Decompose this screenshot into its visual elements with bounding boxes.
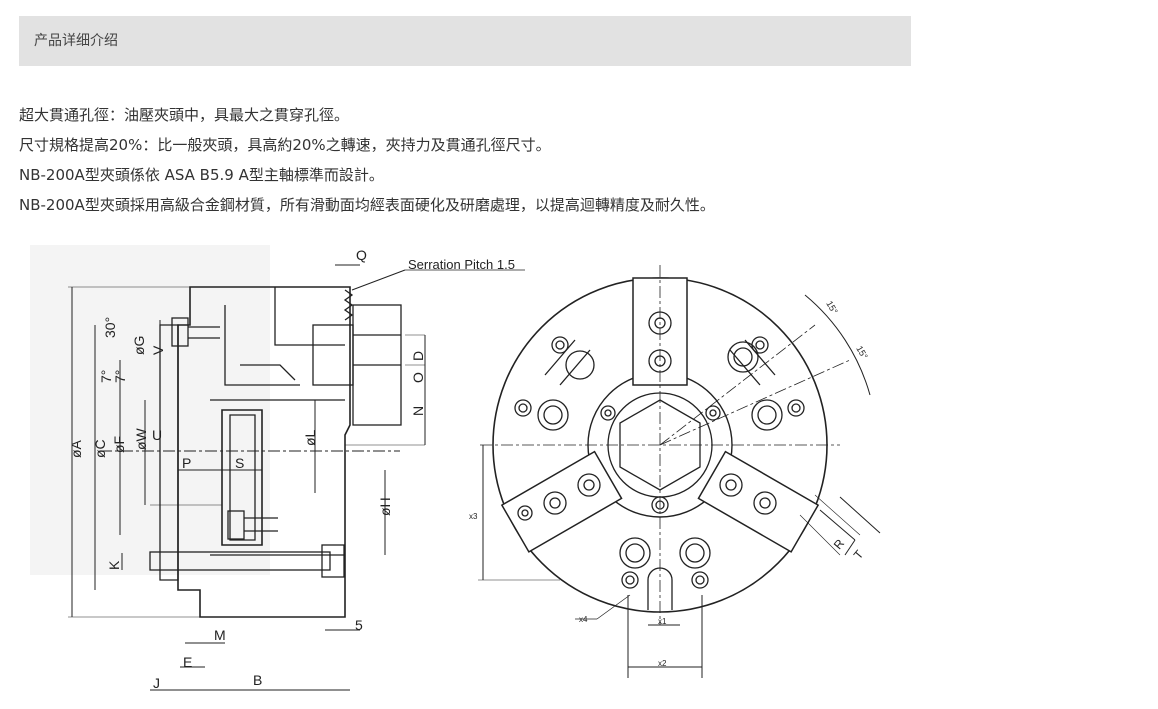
label-x2: x2 bbox=[658, 659, 667, 668]
label-x4: x4 bbox=[579, 615, 588, 624]
label-diameter-l: øL bbox=[302, 429, 318, 446]
chuck-technical-drawing: Q Serration Pitch 1.5 øA øC øF øW øG V 3… bbox=[0, 235, 1158, 705]
label-diameter-w: øW bbox=[133, 427, 149, 450]
label-x1: x1 bbox=[658, 617, 667, 626]
label-t: T bbox=[851, 547, 867, 562]
label-o: O bbox=[410, 372, 426, 383]
label-j: J bbox=[153, 675, 160, 691]
label-angle-15-a: 15° bbox=[824, 299, 840, 316]
label-diameter-c: øC bbox=[92, 439, 108, 458]
label-angle-7a: 7° bbox=[98, 370, 114, 383]
side-view-drawing bbox=[30, 245, 402, 618]
label-q: Q bbox=[356, 247, 367, 263]
label-diameter-h: øH bbox=[377, 497, 393, 516]
label-v: V bbox=[150, 345, 166, 355]
label-u: U bbox=[152, 427, 162, 443]
label-e: E bbox=[183, 654, 192, 670]
label-r: R bbox=[831, 536, 848, 552]
side-view-dimensions bbox=[68, 264, 525, 691]
side-view-labels: Q Serration Pitch 1.5 øA øC øF øW øG V 3… bbox=[68, 247, 515, 691]
front-view-drawing bbox=[480, 265, 851, 625]
label-n: N bbox=[410, 406, 426, 416]
label-d: D bbox=[410, 351, 426, 361]
description-line: 超大貫通孔徑：油壓夾頭中，具最大之貫穿孔徑。 bbox=[19, 106, 350, 124]
label-diameter-f: øF bbox=[111, 436, 127, 453]
description-line: NB-200A型夾頭係依 ASA B5.9 A型主軸標準而設計。 bbox=[19, 166, 384, 184]
serration-label: Serration Pitch 1.5 bbox=[408, 257, 515, 272]
label-angle-15-b: 15° bbox=[854, 344, 870, 361]
label-b: B bbox=[253, 672, 262, 688]
label-m: M bbox=[214, 627, 226, 643]
label-angle-7b: 7° bbox=[112, 370, 128, 383]
label-x3: x3 bbox=[469, 512, 478, 521]
front-view-labels: 15° 15° x3 x4 x1 x2 R T bbox=[469, 299, 870, 668]
label-5: 5 bbox=[355, 617, 363, 633]
product-detail-tab-header: 产品详细介绍 bbox=[19, 16, 911, 66]
label-diameter-g: øG bbox=[131, 336, 147, 355]
product-description: 超大貫通孔徑：油壓夾頭中，具最大之貫穿孔徑。 尺寸規格提高20%：比一般夾頭，具… bbox=[19, 100, 919, 220]
label-diameter-a: øA bbox=[68, 439, 84, 458]
label-k: K bbox=[106, 560, 122, 570]
label-angle-30: 30° bbox=[102, 317, 118, 338]
label-p: P bbox=[182, 455, 191, 471]
front-view-dimensions bbox=[478, 294, 881, 678]
label-s: S bbox=[235, 455, 244, 471]
description-line: 尺寸規格提高20%：比一般夾頭，具高約20%之轉速，夾持力及貫通孔徑尺寸。 bbox=[19, 136, 551, 154]
product-detail-title: 产品详细介绍 bbox=[34, 33, 118, 49]
description-line: NB-200A型夾頭採用高級合金鋼材質，所有滑動面均經表面硬化及研磨處理，以提高… bbox=[19, 196, 715, 214]
